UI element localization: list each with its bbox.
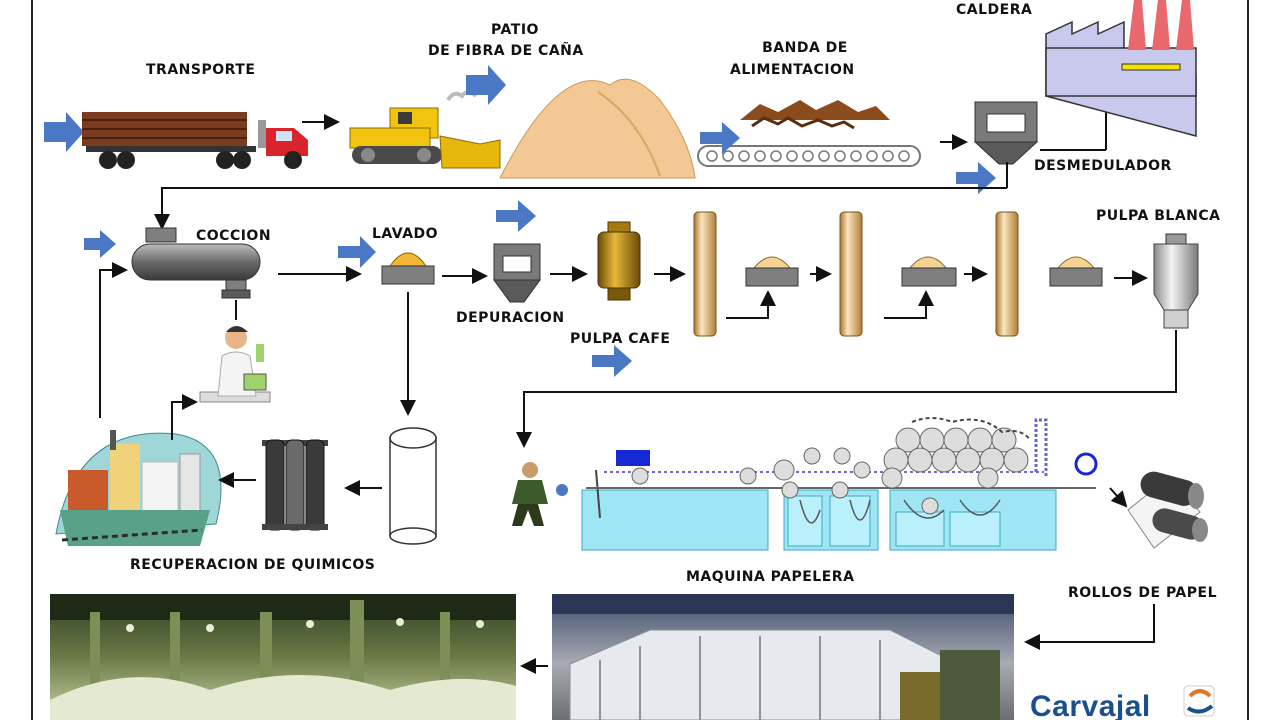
warehouse-photo bbox=[50, 594, 516, 720]
bulldozer-icon bbox=[349, 90, 501, 169]
input-arrow-icon bbox=[466, 65, 506, 105]
carvajal-logo-text: Carvajal bbox=[1030, 690, 1151, 720]
lab-technician-icon bbox=[199, 326, 271, 403]
bleaching-tower-2-icon bbox=[839, 211, 863, 337]
washer-3-icon bbox=[1049, 256, 1103, 287]
input-arrow-icon bbox=[338, 236, 376, 268]
label-recuperacion: RECUPERACION DE QUIMICOS bbox=[130, 557, 376, 573]
label-transporte: TRANSPORTE bbox=[146, 62, 256, 78]
coccion-digester-icon bbox=[131, 227, 261, 299]
label-banda: BANDA DE bbox=[762, 40, 848, 56]
pulpa-cafe-tank-icon bbox=[597, 221, 641, 301]
log-truck-icon bbox=[82, 112, 308, 169]
input-arrow-icon bbox=[700, 122, 740, 154]
label-desmedulador: DESMEDULADOR bbox=[1034, 158, 1172, 174]
input-arrow-icon bbox=[956, 162, 996, 194]
label-caldera: CALDERA bbox=[956, 2, 1033, 18]
label-alimentacion: ALIMENTACION bbox=[730, 62, 855, 78]
washer-1-icon bbox=[745, 256, 799, 287]
label-patio: PATIO bbox=[491, 22, 539, 38]
paper-worker-icon bbox=[512, 462, 568, 526]
input-arrow-icon bbox=[84, 230, 116, 258]
bleaching-tower-3-icon bbox=[995, 211, 1019, 337]
depuracion-screen-icon bbox=[493, 243, 541, 303]
conveyor-belt-icon bbox=[697, 100, 921, 167]
chemical-recovery-plant-icon bbox=[55, 430, 222, 546]
washer-2-icon bbox=[901, 256, 957, 287]
label-rollos: ROLLOS DE PAPEL bbox=[1068, 585, 1217, 601]
storage-tank-icon bbox=[389, 427, 437, 545]
evaporator-cylinders-icon bbox=[262, 439, 328, 531]
caldera-factory-icon bbox=[1045, 0, 1197, 137]
lavado-washer-icon bbox=[381, 252, 435, 285]
label-pulpa-cafe: PULPA CAFE bbox=[570, 331, 671, 347]
pulpa-blanca-tank-icon bbox=[1153, 233, 1199, 329]
input-arrow-icon bbox=[44, 112, 84, 152]
paper-rolls-icon bbox=[1127, 471, 1208, 549]
paper-machine-photo bbox=[552, 594, 1014, 720]
label-pulpa-blanca: PULPA BLANCA bbox=[1096, 208, 1221, 224]
label-maquina-papelera: MAQUINA PAPELERA bbox=[686, 569, 855, 585]
carvajal-logo-icon bbox=[1183, 685, 1215, 717]
label-coccion: COCCION bbox=[196, 228, 272, 244]
fiber-pile-icon bbox=[499, 78, 696, 179]
desmedulador-icon bbox=[973, 101, 1039, 165]
label-lavado: LAVADO bbox=[372, 226, 439, 242]
label-depuracion: DEPURACION bbox=[456, 310, 565, 326]
input-arrow-icon bbox=[592, 345, 632, 377]
bleaching-tower-1-icon bbox=[693, 211, 717, 337]
input-arrow-icon bbox=[496, 200, 536, 232]
label-fibra: DE FIBRA DE CAÑA bbox=[428, 43, 584, 59]
paper-machine-icon bbox=[581, 417, 1098, 551]
